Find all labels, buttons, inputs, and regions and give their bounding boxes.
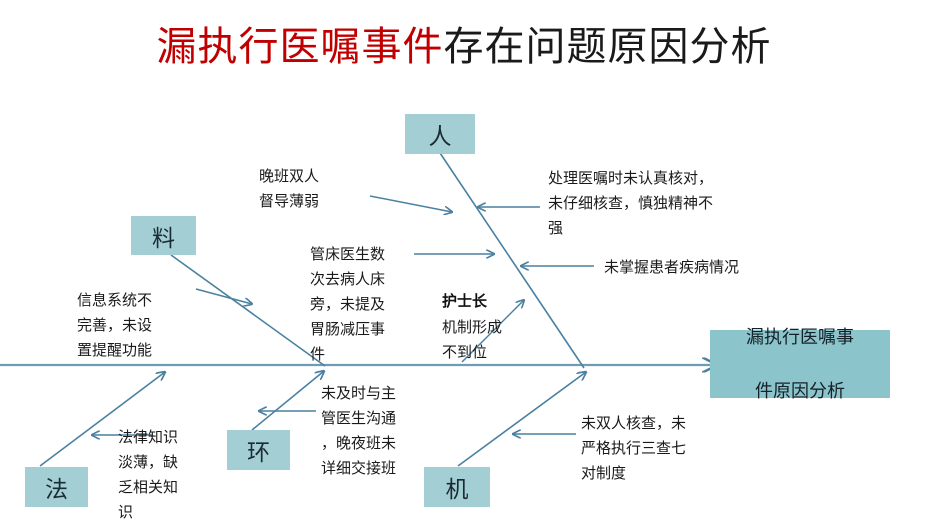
bone-liao xyxy=(170,254,326,367)
category-box-liao[interactable]: 料 xyxy=(131,216,196,255)
cause-head-nurse-label: 护士长 xyxy=(442,292,488,310)
cause-order-check: 处理医嘱时未认真核对， 未仔细核查，慎独精神不 强 xyxy=(548,169,714,237)
page-title-rest: 存在问题原因分析 xyxy=(443,24,772,70)
cause-bedside-doctor: 管床医生数 次去病人床 旁，未提及 胃肠减压事 件 xyxy=(310,245,386,363)
result-box-text: 漏执行医嘱事 件原因分析 xyxy=(734,324,866,405)
bone-huan xyxy=(251,371,324,431)
cause-night-shift: 晚班双人 督导薄弱 xyxy=(259,167,320,210)
page-title-highlight: 漏执行医嘱事件 xyxy=(156,24,444,70)
bone-fa xyxy=(39,372,165,467)
bone-ren xyxy=(369,152,594,369)
category-box-ji[interactable]: 机 xyxy=(424,467,490,507)
page-title: 漏执行医嘱事件存在问题原因分析 xyxy=(0,22,928,72)
category-box-huan[interactable]: 环 xyxy=(227,430,290,470)
category-box-ren[interactable]: 人 xyxy=(405,114,475,154)
cause-disease-knowledge: 未掌握患者疾病情况 xyxy=(604,258,740,276)
category-box-fa[interactable]: 法 xyxy=(25,467,88,507)
result-line-2: 件原因分析 xyxy=(755,380,845,402)
arrow-info-system xyxy=(195,288,252,304)
cause-head-nurse-text: 机制形成 不到位 xyxy=(442,318,503,361)
category-label-liao: 料 xyxy=(152,225,175,252)
category-label-ji: 机 xyxy=(445,477,469,503)
category-label-huan: 环 xyxy=(247,440,270,466)
cause-legal-knowledge: 法律知识 淡薄，缺 乏相关知 识 xyxy=(118,428,179,521)
arrow-night-shift xyxy=(369,195,452,212)
category-label-fa: 法 xyxy=(45,477,68,503)
arrow-head-nurse xyxy=(461,300,524,363)
cause-double-check: 未双人核查，未 严格执行三查七 对制度 xyxy=(581,414,687,482)
result-line-1: 漏执行医嘱事 xyxy=(746,326,854,348)
result-box[interactable]: 漏执行医嘱事 件原因分析 xyxy=(710,327,890,402)
cause-info-system: 信息系统不 完善，未设 置提醒功能 xyxy=(77,291,153,359)
category-label-ren: 人 xyxy=(428,124,452,150)
cause-communication: 未及时与主 管医生沟通 ，晚夜班未 详细交接班 xyxy=(321,384,397,477)
bone-ji xyxy=(457,372,586,467)
